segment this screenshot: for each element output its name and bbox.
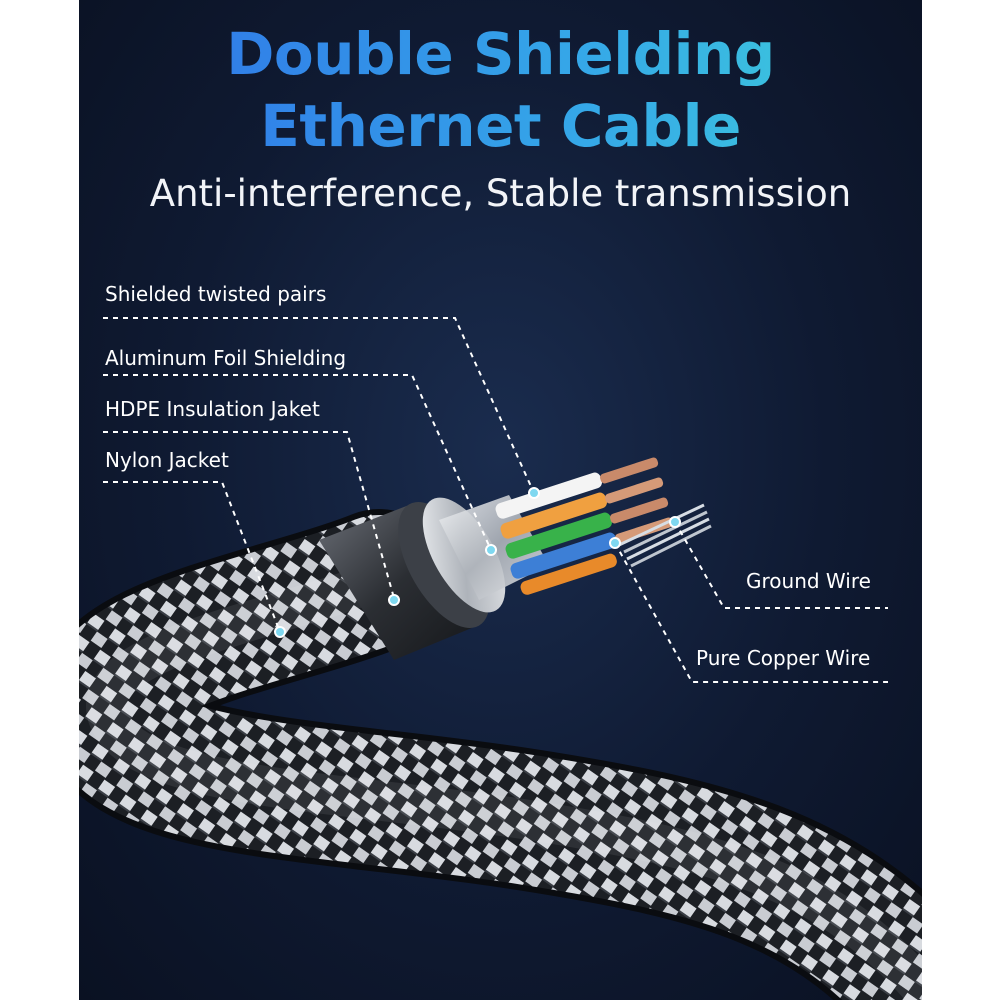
product-image-panel: Double Shielding Ethernet Cable Anti-int… <box>79 0 922 1000</box>
callout-dot-twisted-pairs <box>528 487 540 499</box>
twisted-pairs <box>495 457 674 595</box>
label-nylon-jacket: Nylon Jacket <box>105 448 229 472</box>
callout-dot-hdpe <box>388 594 400 606</box>
callout-leader-lines <box>103 317 888 683</box>
cable-illustration <box>79 317 922 1000</box>
ground-wire-strands <box>618 503 712 568</box>
leader-ground-wire <box>674 521 888 609</box>
callout-dot-copper <box>609 537 621 549</box>
callout-dot-nylon <box>274 626 286 638</box>
callout-dot-ground <box>669 516 681 528</box>
callout-dot-foil <box>485 544 497 556</box>
label-aluminum-foil-shielding: Aluminum Foil Shielding <box>105 346 347 370</box>
page-subtitle: Anti-interference, Stable transmission <box>149 172 852 215</box>
page-title-line-2: Ethernet Cable <box>79 94 922 158</box>
label-shielded-twisted-pairs: Shielded twisted pairs <box>105 282 327 306</box>
leader-shielded-twisted-pairs <box>103 317 535 494</box>
braided-cable-body <box>79 509 922 1000</box>
leader-hdpe-jacket <box>103 431 395 599</box>
label-pure-copper-wire: Pure Copper Wire <box>696 646 871 670</box>
leader-pure-copper-wire <box>614 542 888 683</box>
leader-aluminum-foil <box>103 374 492 551</box>
page-title-line-1: Double Shielding <box>79 22 922 86</box>
label-hdpe-insulation-jacket: HDPE Insulation Jaket <box>105 397 320 421</box>
callout-dots <box>274 487 681 638</box>
label-ground-wire: Ground Wire <box>746 569 871 593</box>
